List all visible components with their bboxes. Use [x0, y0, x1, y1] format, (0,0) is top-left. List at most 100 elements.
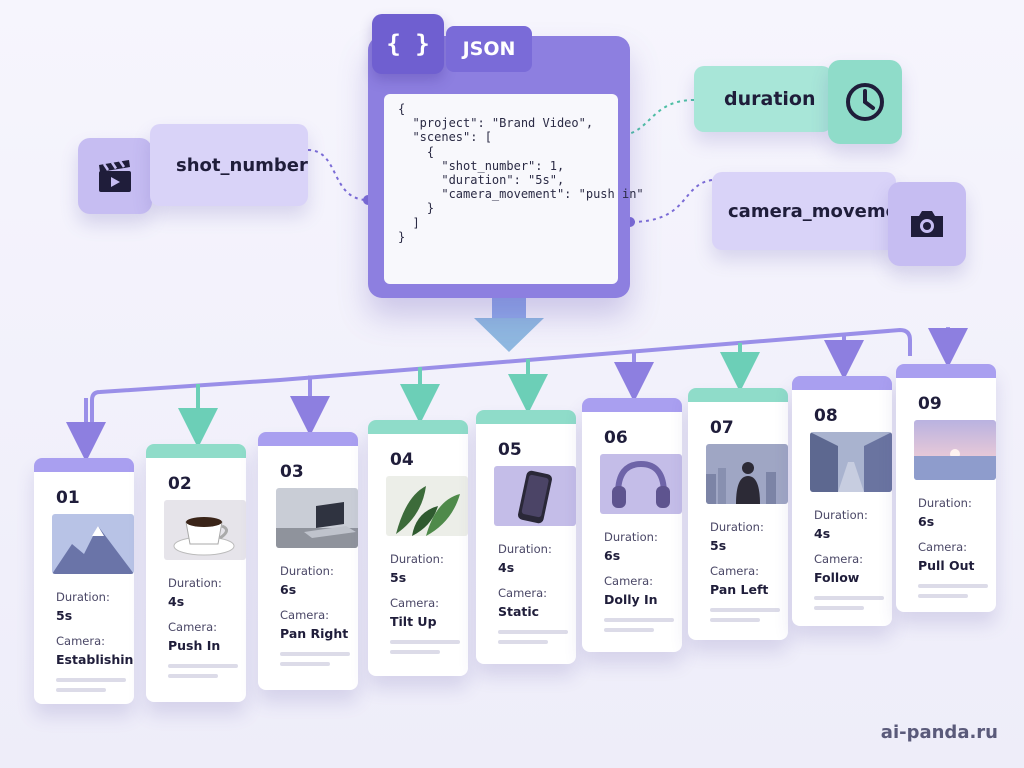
placeholder-line: [390, 640, 460, 644]
clock-icon: [828, 60, 902, 144]
card-camera-label: Camera:: [56, 634, 106, 648]
placeholder-line: [280, 652, 350, 656]
card-accent-strip: [258, 432, 358, 446]
card-accent-strip: [146, 444, 246, 458]
card-camera-value: Tilt Up: [390, 614, 437, 629]
card-duration-value: 5s: [390, 570, 407, 585]
card-duration-value: 6s: [280, 582, 297, 597]
card-number: 05: [498, 440, 522, 460]
card-accent-strip: [34, 458, 134, 472]
placeholder-line: [604, 628, 654, 632]
card-camera-value: Static: [498, 604, 540, 619]
braces-icon: { }: [372, 14, 444, 74]
card-thumbnail: [52, 514, 134, 574]
card-duration-label: Duration:: [498, 542, 552, 556]
card-duration-value: 6s: [918, 514, 935, 529]
camera-movement-tag: camera_movement: [712, 172, 919, 250]
placeholder-line: [814, 596, 884, 600]
card-number: 09: [918, 394, 942, 414]
card-duration-label: Duration:: [814, 508, 868, 522]
card-camera-label: Camera:: [498, 586, 548, 600]
card-camera-label: Camera:: [710, 564, 760, 578]
placeholder-line: [918, 584, 988, 588]
watermark: ai-panda.ru: [880, 722, 998, 743]
card-duration-value: 5s: [710, 538, 727, 553]
card-duration-value: 4s: [498, 560, 515, 575]
card-accent-strip: [688, 388, 788, 402]
placeholder-line: [710, 618, 760, 622]
card-camera-label: Camera:: [604, 574, 654, 588]
card-number: 02: [168, 474, 192, 494]
card-camera-label: Camera:: [280, 608, 330, 622]
card-number: 07: [710, 418, 734, 438]
card-camera-label: Camera:: [918, 540, 968, 554]
card-duration-value: 5s: [56, 608, 73, 623]
card-camera-label: Camera:: [814, 552, 864, 566]
placeholder-line: [604, 618, 674, 622]
placeholder-line: [498, 630, 568, 634]
placeholder-line: [498, 640, 548, 644]
card-camera-value: Push In: [168, 638, 221, 653]
card-camera-value: Dolly In: [604, 592, 658, 607]
card-number: 06: [604, 428, 628, 448]
placeholder-line: [918, 594, 968, 598]
card-duration-label: Duration:: [710, 520, 764, 534]
card-thumbnail: [276, 488, 358, 548]
card-duration-label: Duration:: [604, 530, 658, 544]
placeholder-line: [168, 664, 238, 668]
card-accent-strip: [896, 364, 996, 378]
card-camera-value: Establishing: [56, 652, 134, 667]
card-camera-value: Pan Right: [280, 626, 349, 641]
placeholder-line: [390, 650, 440, 654]
card-duration-label: Duration:: [918, 496, 972, 510]
card-duration-value: 6s: [604, 548, 621, 563]
placeholder-line: [280, 662, 330, 666]
clapperboard-icon: [78, 138, 152, 214]
card-duration-label: Duration:: [56, 590, 110, 604]
card-duration-label: Duration:: [168, 576, 222, 590]
shot-number-tag: shot_number: [150, 124, 308, 206]
camera-icon: [888, 182, 966, 266]
card-camera-value: Pan Left: [710, 582, 769, 597]
card-thumbnail: [600, 454, 682, 514]
card-duration-value: 4s: [814, 526, 831, 541]
card-accent-strip: [476, 410, 576, 424]
placeholder-line: [56, 678, 126, 682]
card-thumbnail: [810, 432, 892, 492]
card-duration-value: 4s: [168, 594, 185, 609]
card-camera-value: Follow: [814, 570, 860, 585]
card-accent-strip: [582, 398, 682, 412]
card-thumbnail: [164, 500, 246, 560]
card-camera-value: Pull Out: [918, 558, 975, 573]
duration-tag: duration: [694, 66, 832, 132]
card-thumbnail: [386, 476, 468, 536]
card-camera-label: Camera:: [168, 620, 218, 634]
card-camera-label: Camera:: [390, 596, 440, 610]
card-accent-strip: [792, 376, 892, 390]
card-number: 04: [390, 450, 414, 470]
card-thumbnail: [914, 420, 996, 480]
card-thumbnail: [706, 444, 788, 504]
json-code: { "project": "Brand Video", "scenes": [ …: [398, 102, 644, 244]
card-duration-label: Duration:: [280, 564, 334, 578]
placeholder-line: [814, 606, 864, 610]
card-thumbnail: [494, 466, 576, 526]
placeholder-line: [168, 674, 218, 678]
json-code-screen: { "project": "Brand Video", "scenes": [ …: [384, 94, 644, 284]
placeholder-line: [710, 608, 780, 612]
card-number: 03: [280, 462, 304, 482]
json-label: JSON: [446, 26, 532, 72]
card-accent-strip: [368, 420, 468, 434]
json-panel: { "project": "Brand Video", "scenes": [ …: [368, 36, 644, 298]
card-duration-label: Duration:: [390, 552, 444, 566]
card-number: 01: [56, 488, 80, 508]
